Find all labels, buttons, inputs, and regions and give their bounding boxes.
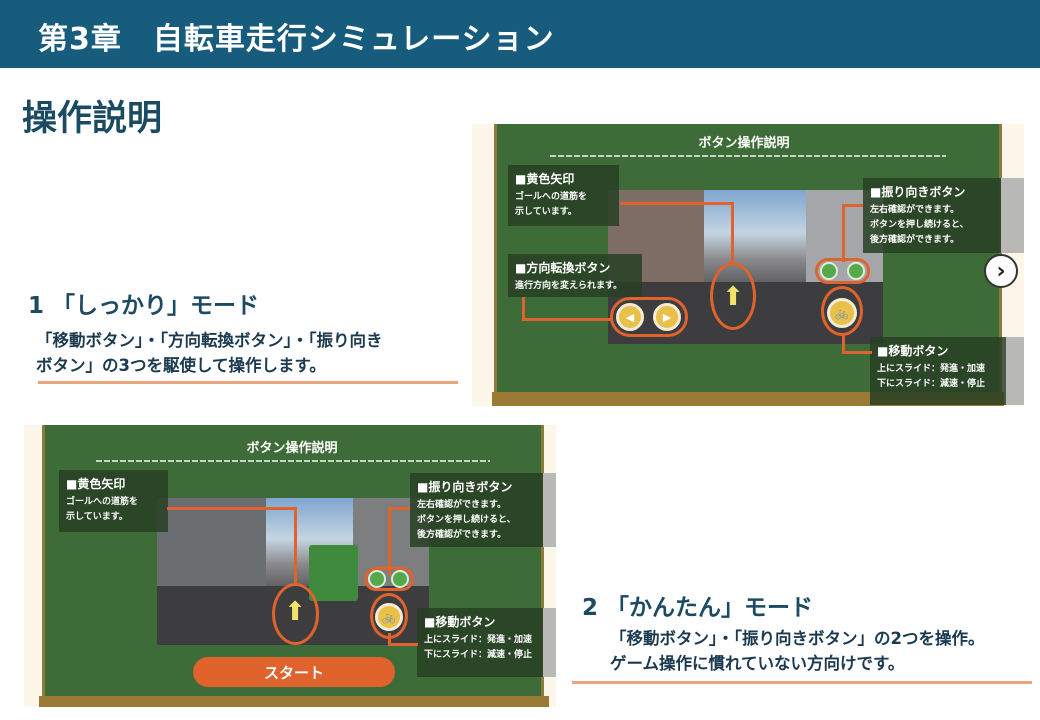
chalk-line (96, 460, 490, 462)
info-title: ■黄色矢印 (66, 477, 126, 491)
chapter-title: 第3章 自転車走行シミュレーション (38, 22, 555, 57)
info-title: ■黄色矢印 (515, 172, 575, 186)
info-title: ■方向転換ボタン (515, 261, 611, 275)
screenshot-mode2: ボタン操作説明 ■黄色矢印 ゴールへの道筋を 示しています。 ■振り向きボタン … (24, 425, 556, 707)
info-text: 上にスライド：発進・加速 (877, 364, 986, 374)
side-strip (1006, 337, 1024, 405)
move-highlight (370, 593, 408, 639)
move-button-info: ■移動ボタン 上にスライド：発進・加速 下にスライド：減速・停止 (870, 337, 1006, 405)
arrow-highlight (272, 583, 319, 645)
info-title: ■振り向きボタン (417, 480, 513, 494)
chalk-line (550, 155, 946, 157)
turn-left-button[interactable]: ◀ (616, 303, 644, 331)
side-strip (543, 473, 556, 547)
look-highlight (364, 567, 414, 591)
info-title: ■移動ボタン (424, 615, 496, 629)
info-text: 左右確認ができます。 (417, 500, 507, 510)
mode1-description: 「移動ボタン」・「方向転換ボタン」・「振り向き ボタン」の3つを駆使して操作しま… (36, 328, 383, 378)
side-strip (1001, 178, 1024, 253)
mode2-underline (572, 681, 1032, 684)
move-button[interactable]: 🚲 (375, 603, 403, 631)
header-bar: 第3章 自転車走行シミュレーション (0, 0, 1040, 68)
info-text: 後方確認ができます。 (417, 530, 507, 540)
info-text: 下にスライド：減速・停止 (424, 650, 533, 660)
screenshot-mode1: ボタン操作説明 ■黄色矢印 ゴールへの道筋を 示しています。 ■方向転換ボタン … (472, 124, 1024, 406)
callout-line (522, 297, 612, 321)
bus (309, 545, 359, 601)
next-button[interactable]: › (984, 254, 1018, 288)
look-right-button[interactable] (391, 570, 409, 588)
yellow-arrow-icon: ⬆ (722, 282, 744, 312)
screen-title: ボタン操作説明 (246, 441, 338, 456)
yellow-arrow-info: ■黄色矢印 ゴールへの道筋を 示しています。 (508, 165, 619, 226)
mode2-desc-line2: ゲーム操作に慣れていない方向けです。 (610, 654, 905, 673)
arrow-highlight (710, 262, 756, 330)
info-text: 示しています。 (515, 207, 577, 217)
info-title: ■移動ボタン (877, 344, 949, 358)
look-button-info: ■振り向きボタン 左右確認ができます。 ボタンを押し続けると、 後方確認ができま… (863, 178, 1001, 253)
turn-right-button[interactable]: ▶ (653, 303, 681, 331)
callout-line (388, 633, 418, 646)
yellow-arrow-info: ■黄色矢印 ゴールへの道筋を 示しています。 (59, 470, 168, 532)
info-text: ゴールへの道筋を (515, 192, 588, 202)
mode1-desc-line1: 「移動ボタン」・「方向転換ボタン」・「振り向き (36, 331, 383, 350)
look-highlight (815, 258, 870, 284)
info-text: 後方確認ができます。 (870, 235, 960, 245)
info-text: ボタンを押し続けると、 (417, 515, 516, 525)
callout-line (842, 334, 872, 354)
move-button[interactable]: 🚲 (827, 298, 857, 328)
mode2-desc-line1: 「移動ボタン」・「振り向きボタン」の2つを操作。 (610, 629, 985, 648)
screen-title: ボタン操作説明 (698, 136, 790, 151)
info-text: 進行方向を変えられます。 (515, 281, 623, 291)
info-text: 示しています。 (66, 512, 128, 522)
look-right-button[interactable] (847, 262, 865, 280)
look-left-button[interactable] (820, 262, 838, 280)
info-text: ボタンを押し続けると、 (870, 220, 969, 230)
info-text: 上にスライド：発進・加速 (424, 635, 533, 645)
move-button-info: ■移動ボタン 上にスライド：発進・加速 下にスライド：減速・停止 (417, 608, 543, 677)
mode1-underline (38, 381, 458, 384)
side-strip (543, 608, 556, 677)
chalkboard-ledge (39, 696, 549, 707)
info-title: ■振り向きボタン (870, 185, 966, 199)
info-text: 下にスライド：減速・停止 (877, 379, 986, 389)
yellow-arrow-icon: ⬆ (284, 597, 306, 627)
look-button-info: ■振り向きボタン 左右確認ができます。 ボタンを押し続けると、 後方確認ができま… (410, 473, 543, 547)
look-left-button[interactable] (368, 570, 386, 588)
callout-line (842, 204, 863, 262)
callout-line (620, 202, 734, 264)
page-title: 操作説明 (22, 99, 163, 139)
move-highlight (821, 286, 863, 336)
start-button[interactable]: スタート (193, 657, 395, 687)
callout-line (167, 507, 297, 583)
mode2-description: 「移動ボタン」・「振り向きボタン」の2つを操作。 ゲーム操作に慣れていない方向け… (610, 626, 984, 676)
turn-highlight (610, 297, 688, 337)
info-text: 左右確認ができます。 (870, 205, 960, 215)
info-text: ゴールへの道筋を (66, 497, 139, 507)
turn-button-info: ■方向転換ボタン 進行方向を変えられます。 (508, 254, 642, 297)
mode2-heading: 2 「かんたん」モード (582, 595, 814, 621)
mode1-desc-line2: ボタン」の3つを駆使して操作します。 (36, 356, 326, 375)
mode1-heading: 1 「しっかり」モード (28, 293, 260, 319)
callout-line (388, 507, 410, 575)
